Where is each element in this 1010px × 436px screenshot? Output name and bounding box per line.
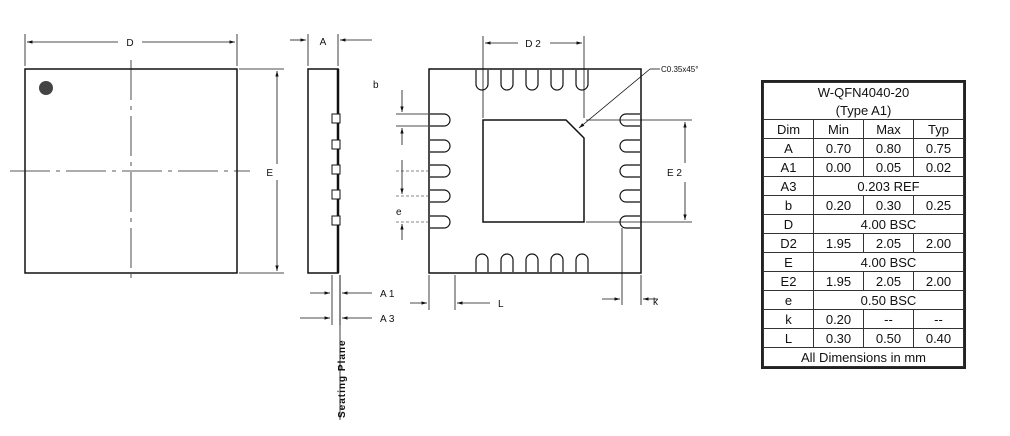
cell-typ: 0.75 <box>913 138 964 158</box>
dim-label-A3: A 3 <box>380 314 395 325</box>
cell-dim: D <box>763 214 814 234</box>
cell-dim: A <box>763 138 814 158</box>
dim-label-D2: D 2 <box>525 39 541 50</box>
cell-value-span: 4.00 BSC <box>813 252 964 272</box>
cell-dim: e <box>763 290 814 310</box>
bottom-view: D 2 C0.35x45° E 2 b e L k <box>373 36 698 310</box>
dim-label-A: A <box>320 37 327 48</box>
cell-typ: -- <box>913 309 964 329</box>
cell-typ: 0.02 <box>913 157 964 177</box>
cell-typ: 0.25 <box>913 195 964 215</box>
cell-value-span: 0.50 BSC <box>813 290 964 310</box>
cell-min: 1.95 <box>813 233 864 253</box>
dim-label-e: e <box>396 207 402 218</box>
bottom-view-outline <box>428 68 642 274</box>
cell-typ: 2.00 <box>913 271 964 291</box>
cell-value-span: 4.00 BSC <box>813 214 964 234</box>
header-min: Min <box>813 119 864 139</box>
cell-typ: 0.40 <box>913 328 964 348</box>
cell-value-span: 0.203 REF <box>813 176 964 196</box>
cell-min: 0.30 <box>813 328 864 348</box>
table-subtitle: (Type A1) <box>763 101 964 120</box>
chamfer-label: C0.35x45° <box>661 65 698 74</box>
cell-max: 0.50 <box>863 328 914 348</box>
cell-dim: A3 <box>763 176 814 196</box>
cell-max: 0.80 <box>863 138 914 158</box>
cell-dim: D2 <box>763 233 814 253</box>
cell-dim: k <box>763 309 814 329</box>
cell-dim: b <box>763 195 814 215</box>
bottom-view-left-pins <box>430 113 451 229</box>
cell-max: 0.05 <box>863 157 914 177</box>
cell-min: 1.95 <box>813 271 864 291</box>
cell-min: 0.70 <box>813 138 864 158</box>
dimension-table: W-QFN4040-20 (Type A1) Dim Min Max Typ A… <box>761 80 966 369</box>
cell-dim: E2 <box>763 271 814 291</box>
cell-max: 2.05 <box>863 271 914 291</box>
header-typ: Typ <box>913 119 964 139</box>
dim-label-A1: A 1 <box>380 289 395 300</box>
cell-min: 0.00 <box>813 157 864 177</box>
cell-min: 0.20 <box>813 309 864 329</box>
table-title: W-QFN4040-20 <box>763 82 964 101</box>
cell-typ: 2.00 <box>913 233 964 253</box>
dim-label-E: E <box>266 168 273 179</box>
top-view: D E <box>10 34 284 278</box>
header-max: Max <box>863 119 914 139</box>
table-header-row: Dim Min Max Typ <box>763 119 964 139</box>
dim-label-b: b <box>373 80 379 91</box>
cell-max: 2.05 <box>863 233 914 253</box>
exposed-pad <box>482 119 585 223</box>
cell-max: -- <box>863 309 914 329</box>
cell-dim: L <box>763 328 814 348</box>
cell-min: 0.20 <box>813 195 864 215</box>
cell-dim: E <box>763 252 814 272</box>
dim-label-E2: E 2 <box>667 168 682 179</box>
header-dim: Dim <box>763 119 814 139</box>
cell-max: 0.30 <box>863 195 914 215</box>
seating-plane-label: Seating Plane <box>337 339 348 418</box>
table-footer: All Dimensions in mm <box>763 347 964 367</box>
pin1-dot <box>39 81 53 95</box>
bottom-view-right-pins <box>619 113 640 229</box>
bottom-view-top-pins <box>475 70 589 91</box>
dim-label-k: k <box>653 297 659 308</box>
side-view: A A 1 A 3 Seating Plane <box>290 34 395 420</box>
side-view-leads <box>331 113 341 226</box>
bottom-view-bottom-pins <box>475 253 589 272</box>
dim-label-D: D <box>126 38 133 49</box>
cell-dim: A1 <box>763 157 814 177</box>
dim-label-L: L <box>498 299 504 310</box>
